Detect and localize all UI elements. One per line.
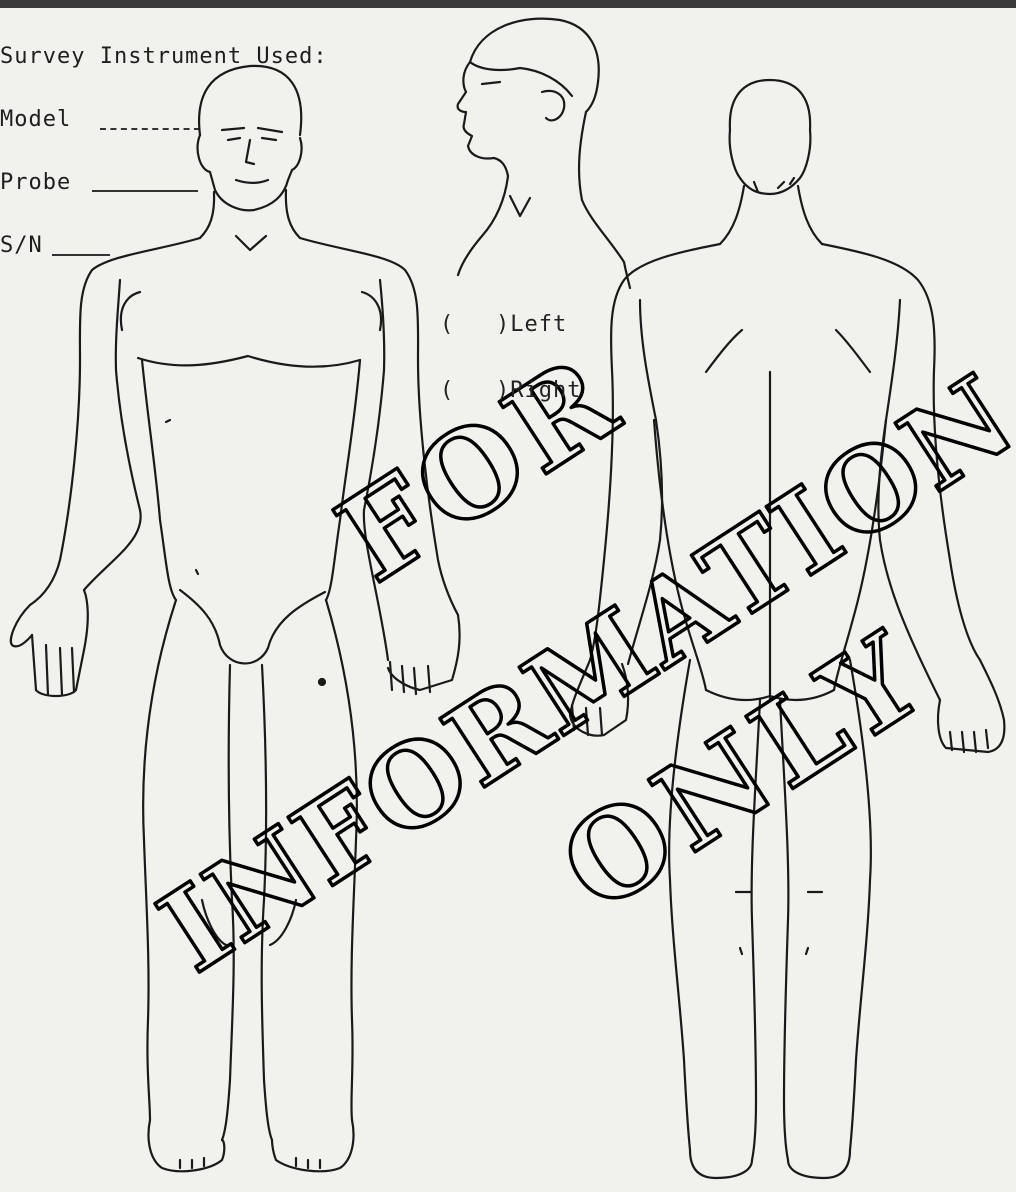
watermark: FOR INFORMATION ONLY	[138, 327, 1016, 998]
watermark-line-for: FOR	[315, 327, 645, 608]
right-side-option[interactable]: ()Right	[440, 378, 581, 403]
right-checkbox[interactable]: (	[440, 378, 496, 403]
left-side-option[interactable]: ()Left	[440, 312, 567, 337]
right-option-label: )Right	[496, 378, 581, 403]
left-checkbox[interactable]: (	[440, 312, 496, 337]
front-body-figure	[11, 66, 460, 1171]
profile-head-figure	[458, 19, 630, 288]
left-option-label: )Left	[496, 312, 567, 337]
